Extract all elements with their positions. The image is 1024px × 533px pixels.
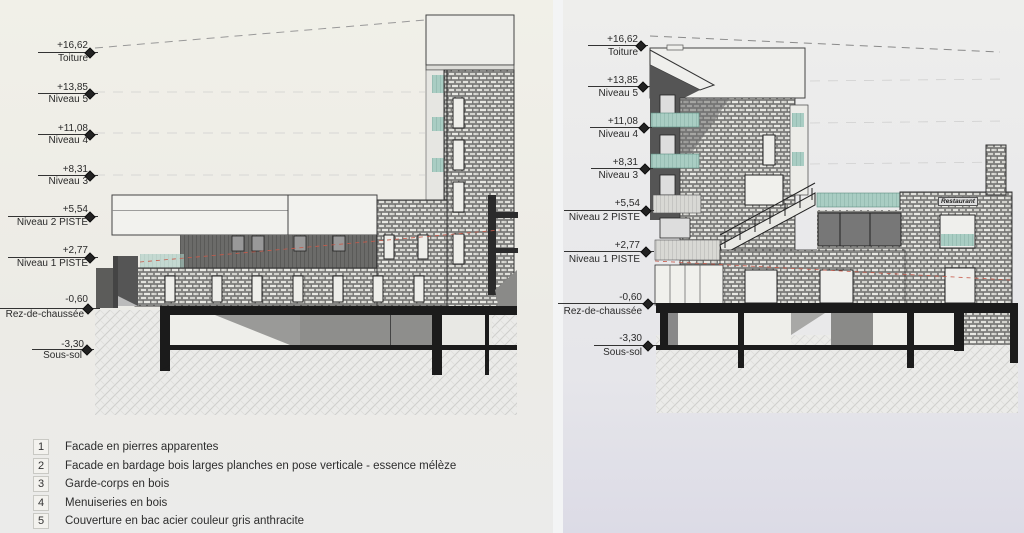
level-name: Niveau 1 PISTE [16, 258, 88, 269]
level-line [32, 349, 94, 350]
level-value: +8,31 [62, 164, 88, 175]
legend-item: 4 Menuiseries en bois [33, 494, 456, 513]
level-name: Niveau 5 [48, 94, 88, 105]
level-name: Niveau 3 [48, 176, 88, 187]
legend-number: 5 [33, 513, 49, 530]
level-line [38, 175, 98, 176]
legend-number: 4 [33, 494, 49, 511]
level-value: +13,85 [57, 82, 88, 93]
level-name: Niveau 5 [598, 88, 638, 99]
level-value: -0,60 [65, 294, 88, 305]
legend-item: 3 Garde-corps en bois [33, 475, 456, 494]
legend-item: 5 Couverture en bac acier couleur gris a… [33, 512, 456, 531]
level-value: +5,54 [62, 204, 88, 215]
level-value: +11,08 [57, 123, 88, 134]
materials-legend: 1 Facade en pierres apparentes 2 Facade … [33, 438, 456, 531]
legend-text: Facade en pierres apparentes [65, 441, 219, 454]
level-line [588, 86, 650, 87]
level-value: -3,30 [619, 333, 642, 344]
level-line [564, 251, 654, 252]
level-line [594, 345, 656, 346]
legend-text: Couverture en bac acier couleur gris ant… [65, 515, 305, 528]
level-value: +11,08 [607, 116, 638, 127]
level-name: Niveau 1 PISTE [568, 254, 640, 265]
level-name: Sous-sol [43, 350, 82, 361]
level-line [8, 216, 98, 217]
level-name: Niveau 2 PISTE [16, 217, 88, 228]
legend-number: 2 [33, 457, 49, 474]
level-name: Niveau 3 [598, 170, 638, 181]
level-value: +8,31 [612, 157, 638, 168]
level-line [558, 303, 656, 304]
level-value: +16,62 [607, 34, 638, 45]
level-line [591, 168, 653, 169]
legend-number: 1 [33, 439, 49, 456]
level-name: Toiture [607, 47, 638, 58]
level-value: +2,77 [62, 245, 88, 256]
legend-item: 1 Facade en pierres apparentes [33, 438, 456, 457]
level-line [8, 257, 98, 258]
level-line [38, 134, 98, 135]
legend-text: Menuiseries en bois [65, 496, 168, 509]
level-line [564, 210, 654, 211]
level-name: Rez-de-chaussée [563, 306, 642, 317]
legend-text: Garde-corps en bois [65, 478, 170, 491]
level-value: +16,62 [57, 40, 88, 51]
level-line [0, 308, 100, 309]
level-value: +5,54 [614, 198, 640, 209]
level-name: Rez-de-chaussée [5, 309, 84, 320]
restaurant-sign: Restaurant [938, 197, 978, 206]
level-value: -0,60 [619, 292, 642, 303]
level-value: +13,85 [607, 75, 638, 86]
level-name: Niveau 2 PISTE [568, 212, 640, 223]
level-name: Sous-sol [603, 347, 642, 358]
sheet-gap [553, 0, 563, 533]
level-name: Niveau 4 [48, 135, 88, 146]
right-elevation [649, 35, 1018, 413]
level-name: Niveau 4 [598, 129, 638, 140]
level-name: Toiture [57, 53, 88, 64]
level-value: +2,77 [614, 240, 640, 251]
legend-item: 2 Facade en bardage bois larges planches… [33, 457, 456, 476]
level-line [38, 93, 98, 94]
level-line [588, 45, 648, 46]
left-elevation [94, 14, 518, 415]
legend-number: 3 [33, 476, 49, 493]
level-line [38, 52, 98, 53]
level-line [590, 127, 652, 128]
legend-text: Facade en bardage bois larges planches e… [65, 459, 457, 472]
level-value: -3,30 [61, 339, 84, 350]
